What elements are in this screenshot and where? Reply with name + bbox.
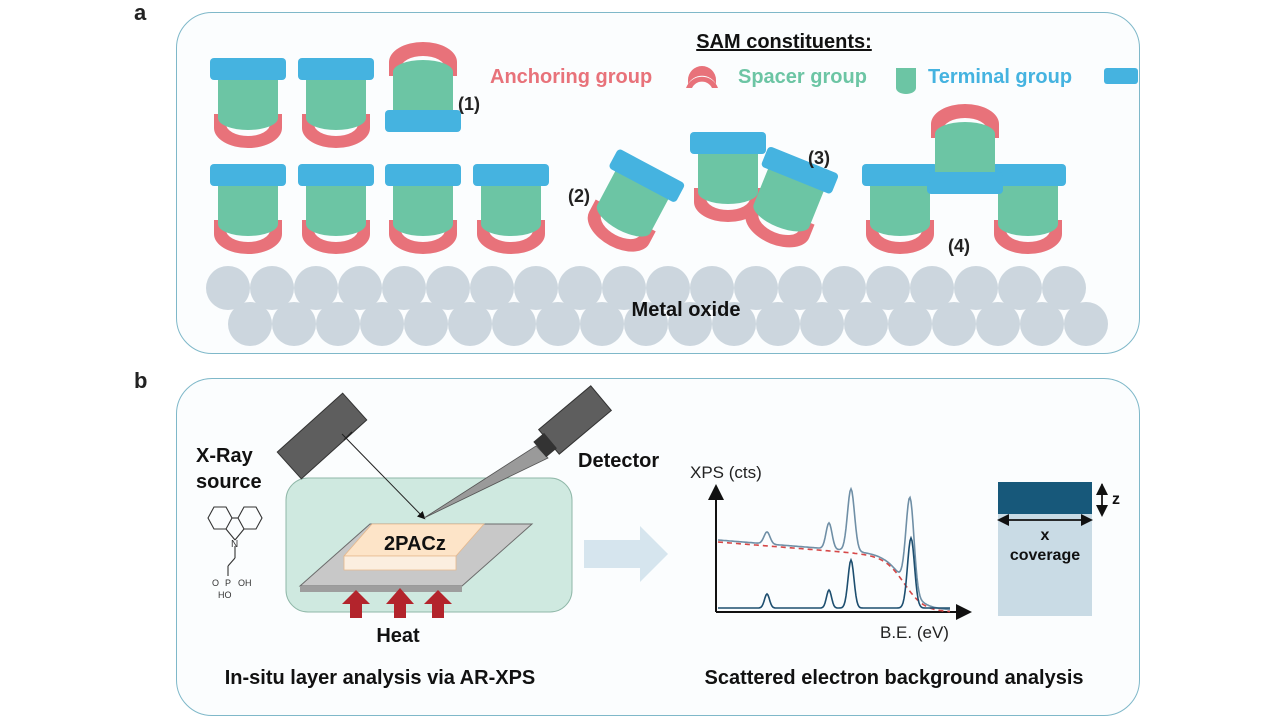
terminal-icon [1104,68,1138,84]
sam-molecule [298,164,374,254]
layer-overlayer [998,482,1092,514]
sam-molecule [210,164,286,254]
2pacz-structure-icon [207,506,263,576]
chem-n: N [231,539,238,550]
sam-molecule [385,164,461,254]
xps-ylabel: XPS (cts) [690,463,762,482]
sample-label: 2PACz [384,533,446,555]
legend-terminal-label: Terminal group [928,66,1072,88]
coverage-label: coverage [1010,547,1080,564]
metal-oxide-substrate [206,266,1108,346]
sam-molecule [862,164,938,254]
xray-source-icon [276,392,368,480]
xps-peak-spectrum [718,535,950,609]
chem-o: O [212,578,219,588]
legend-spacer-label: Spacer group [738,66,867,88]
chem-oh1: OH [238,578,252,588]
xray-beam [341,433,426,520]
chem-oh2: HO [218,590,232,600]
sam-molecule-inverted [927,104,1003,194]
sam-molecule-stacked [298,58,374,148]
xray-beam-tick [343,431,353,441]
detector-icon [423,385,613,519]
panel-b-letter: b [134,368,148,393]
xps-raw-spectrum [717,486,950,611]
heat-arrows [342,588,452,618]
caption-right: Scattered electron background analysis [704,667,1083,689]
sam-molecule-tilted [576,148,686,264]
xps-xlabel: B.E. (eV) [880,623,949,642]
chem-p: P [225,578,231,588]
anchoring-icon [688,66,716,84]
xray-label-line2: source [196,471,262,493]
legend-title: SAM constituents: [696,31,872,53]
sam-molecule-stacked [210,58,286,148]
heat-label: Heat [376,625,420,647]
sample-stage-edge [300,586,462,592]
label-config-3: (3) [808,148,830,168]
label-config-1: (1) [458,94,480,114]
sample-side [343,555,457,571]
legend-anchoring-label: Anchoring group [490,66,652,88]
sam-molecule [473,164,549,254]
sam-molecule-inverted [385,42,461,132]
x-label: x [1041,527,1050,544]
anchoring-icon-shape [686,76,718,88]
substrate-label: Metal oxide [632,299,741,321]
xps-plot [708,484,972,620]
detector-label: Detector [578,450,659,472]
label-config-2: (2) [568,186,590,206]
xps-background-curve [717,541,950,613]
z-label: z [1112,491,1120,508]
label-config-4: (4) [948,236,970,256]
spacer-icon [896,68,916,94]
panel-a-letter: a [134,0,147,25]
xray-label-line1: X-Ray [196,445,254,467]
caption-left: In-situ layer analysis via AR-XPS [225,667,536,689]
process-arrow [584,526,668,582]
